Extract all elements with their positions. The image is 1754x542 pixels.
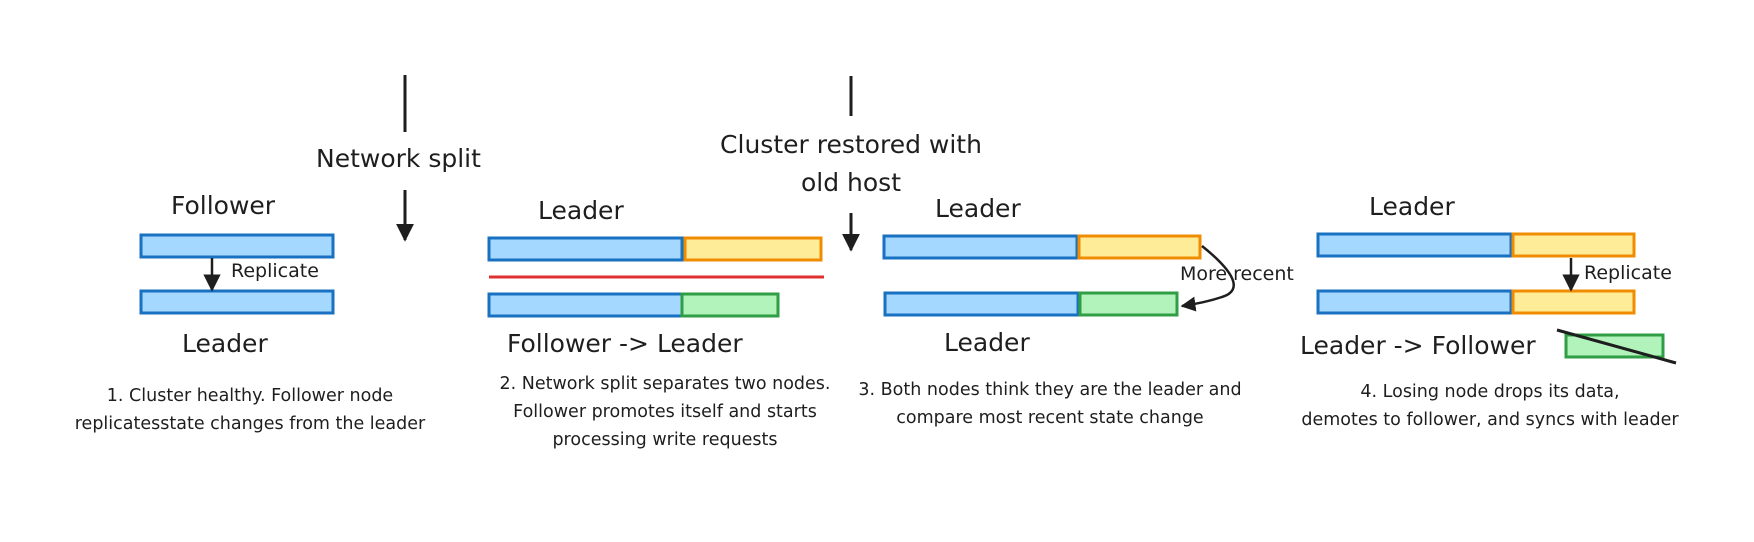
- panel4-top-label: Leader: [1369, 192, 1455, 221]
- panel2-top-label: Leader: [538, 196, 624, 225]
- panel4-caption: 4. Losing node drops its data, demotes t…: [1301, 382, 1679, 430]
- panel3-leader-a-new-state-block: [1077, 234, 1202, 260]
- panel4-follower-synced-state-block: [1511, 289, 1636, 315]
- panel3-more-recent-label: More recent: [1180, 263, 1294, 285]
- panel1-leader-log-block: [139, 289, 335, 315]
- panel1-replicate-label: Replicate: [231, 260, 319, 282]
- panel2-follower-log-block: [487, 292, 684, 318]
- panel3-caption: 3. Both nodes think they are the leader …: [858, 380, 1242, 428]
- panel1-follower-log-block: [139, 233, 335, 259]
- panel3-leader-a-log-block: [882, 234, 1079, 260]
- panel1-bottom-label: Leader: [182, 329, 268, 358]
- panel4-replicate-label: Replicate: [1584, 262, 1672, 284]
- cluster-restored-line1: Cluster restored with: [720, 130, 982, 159]
- cluster-restored-label: Cluster restored with old host: [707, 126, 995, 202]
- panel3-leader-b-log-block: [883, 291, 1080, 317]
- panel2-leader-log-block: [487, 236, 684, 262]
- panel3-leader-b-new-state-block: [1078, 291, 1179, 317]
- panel2-leader-new-state-block: [683, 236, 823, 262]
- panel1-caption: 1. Cluster healthy. Follower node replic…: [74, 386, 426, 434]
- network-split-label: Network split: [316, 144, 481, 173]
- panel4-bottom-label: Leader -> Follower: [1300, 331, 1536, 360]
- panel4-leader-new-state-block: [1511, 232, 1636, 258]
- panel1-top-label: Follower: [171, 191, 276, 220]
- panel3-more-recent-arrow: [1180, 245, 1235, 312]
- panel4-follower-log-block: [1316, 289, 1513, 315]
- panel4-leader-log-block: [1316, 232, 1513, 258]
- panel3-top-label: Leader: [935, 194, 1021, 223]
- panel3-bottom-label: Leader: [944, 328, 1030, 357]
- panel2-bottom-label: Follower -> Leader: [507, 329, 743, 358]
- panel2-follower-new-state-block: [680, 292, 780, 318]
- panel2-caption: 2. Network split separates two nodes. Fo…: [499, 374, 831, 450]
- cluster-restored-line2: old host: [800, 168, 902, 197]
- panel4-dropped-state-strike: [1556, 328, 1677, 365]
